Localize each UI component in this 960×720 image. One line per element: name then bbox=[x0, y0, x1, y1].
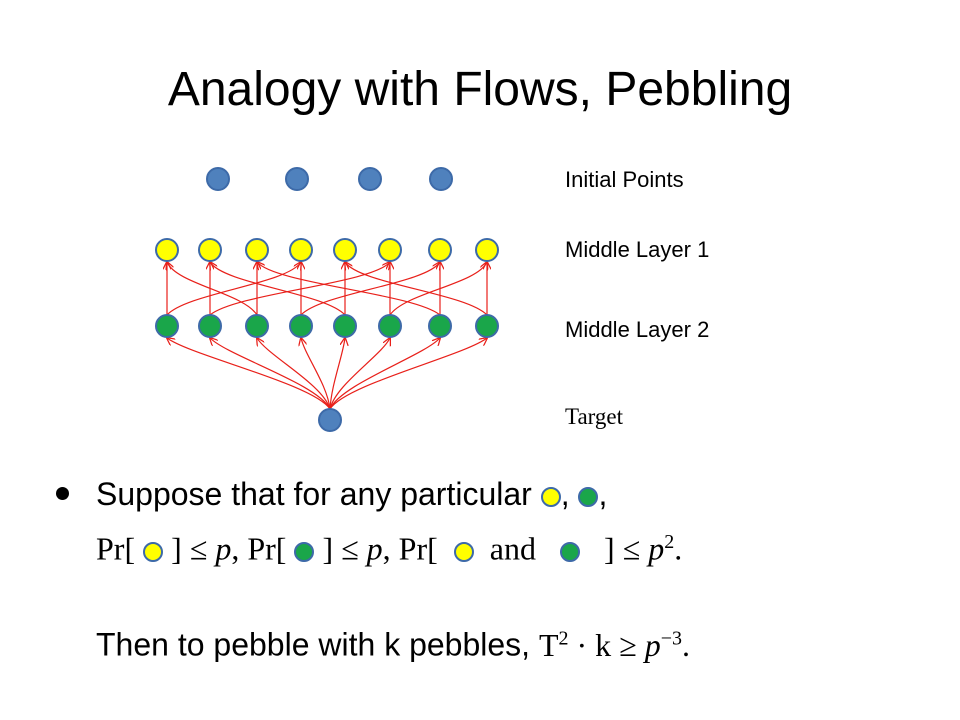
node-group bbox=[155, 167, 499, 432]
bullet-line-1: Suppose that for any particular , , bbox=[96, 474, 607, 514]
leq-symbol: ≤ bbox=[189, 530, 208, 567]
initial-point-node bbox=[429, 167, 453, 191]
p-exponent: −3 bbox=[660, 627, 682, 649]
green-node-icon bbox=[559, 541, 580, 562]
p-squared-exponent: 2 bbox=[664, 531, 675, 553]
geq-symbol: ≥ bbox=[619, 626, 637, 663]
middle-layer-2-node bbox=[428, 314, 452, 338]
p-symbol: p bbox=[648, 530, 665, 567]
bullet-text-1: Suppose that for any particular bbox=[96, 476, 532, 512]
leq-symbol: ≤ bbox=[341, 530, 359, 567]
edge-layer2-to-layer1 bbox=[166, 262, 301, 316]
middle-layer-1-node bbox=[333, 238, 357, 262]
edge-target-to-layer2 bbox=[167, 338, 331, 410]
edge-target-to-layer2 bbox=[257, 338, 331, 410]
yellow-node-icon bbox=[453, 541, 474, 562]
middle-layer-2-node bbox=[245, 314, 269, 338]
edge-layer2-to-layer1 bbox=[257, 262, 441, 316]
edge-layer2-to-layer1 bbox=[300, 262, 440, 316]
pr-label: Pr bbox=[398, 530, 428, 567]
label-middle-layer-2: Middle Layer 2 bbox=[565, 317, 710, 342]
edge-target-to-layer2 bbox=[301, 338, 331, 410]
middle-layer-1-node bbox=[155, 238, 179, 262]
yellow-node-icon bbox=[143, 541, 164, 562]
middle-layer-2-node bbox=[198, 314, 222, 338]
target-node bbox=[318, 408, 342, 432]
middle-layer-2-node bbox=[475, 314, 499, 338]
middle-layer-2-node bbox=[289, 314, 313, 338]
comma: , bbox=[598, 476, 608, 512]
pr-label: Pr bbox=[96, 530, 125, 567]
bullet-marker bbox=[56, 487, 69, 500]
bullet-line-3: Then to pebble with k pebbles, T2 · k ≥ … bbox=[96, 626, 690, 663]
middle-layer-2-node bbox=[155, 314, 179, 338]
comma: , bbox=[560, 476, 570, 512]
initial-point-node bbox=[285, 167, 309, 191]
middle-layer-2-node bbox=[378, 314, 402, 338]
edge-layer2-to-layer1 bbox=[209, 262, 390, 316]
middle-layer-1-node bbox=[289, 238, 313, 262]
initial-point-node bbox=[358, 167, 382, 191]
label-initial-points: Initial Points bbox=[565, 167, 684, 192]
label-target: Target bbox=[565, 404, 623, 429]
bullet-line-2: Pr[ ] ≤ p, Pr[ ] ≤ p, Pr[ and ] ≤ p2. bbox=[96, 530, 683, 567]
p-symbol: p bbox=[366, 530, 383, 567]
green-node-icon bbox=[578, 487, 599, 507]
bullet-text-3: Then to pebble with k pebbles, bbox=[96, 626, 531, 663]
label-middle-layer-1: Middle Layer 1 bbox=[565, 237, 710, 262]
pr-label: Pr bbox=[247, 530, 276, 567]
t-exponent: 2 bbox=[558, 627, 569, 649]
t-symbol: T bbox=[538, 626, 559, 663]
edge-target-to-layer2 bbox=[329, 338, 440, 410]
cdot-k: · k bbox=[576, 626, 612, 663]
initial-point-node bbox=[206, 167, 230, 191]
middle-layer-1-node bbox=[475, 238, 499, 262]
leq-symbol: ≤ bbox=[622, 530, 641, 567]
edge-target-to-layer2 bbox=[210, 338, 331, 410]
edge-layer2-to-layer1 bbox=[389, 262, 487, 316]
middle-layer-1-node bbox=[378, 238, 402, 262]
edge-target-to-layer2 bbox=[329, 338, 345, 410]
edge-group bbox=[166, 262, 488, 410]
edge-target-to-layer2 bbox=[329, 338, 487, 410]
and-word: and bbox=[489, 530, 536, 567]
middle-layer-2-node bbox=[333, 314, 357, 338]
p-symbol: p bbox=[644, 626, 661, 663]
middle-layer-1-node bbox=[245, 238, 269, 262]
pebbling-diagram bbox=[155, 167, 499, 432]
edge-layer2-to-layer1 bbox=[167, 262, 258, 316]
middle-layer-1-node bbox=[198, 238, 222, 262]
green-node-icon bbox=[294, 541, 315, 562]
edge-layer2-to-layer1 bbox=[210, 262, 346, 316]
edge-target-to-layer2 bbox=[329, 338, 390, 410]
yellow-node-icon bbox=[540, 487, 561, 507]
edge-layer2-to-layer1 bbox=[345, 262, 488, 316]
p-symbol: p bbox=[215, 530, 232, 567]
middle-layer-1-node bbox=[428, 238, 452, 262]
slide-title: Analogy with Flows, Pebbling bbox=[167, 63, 793, 116]
